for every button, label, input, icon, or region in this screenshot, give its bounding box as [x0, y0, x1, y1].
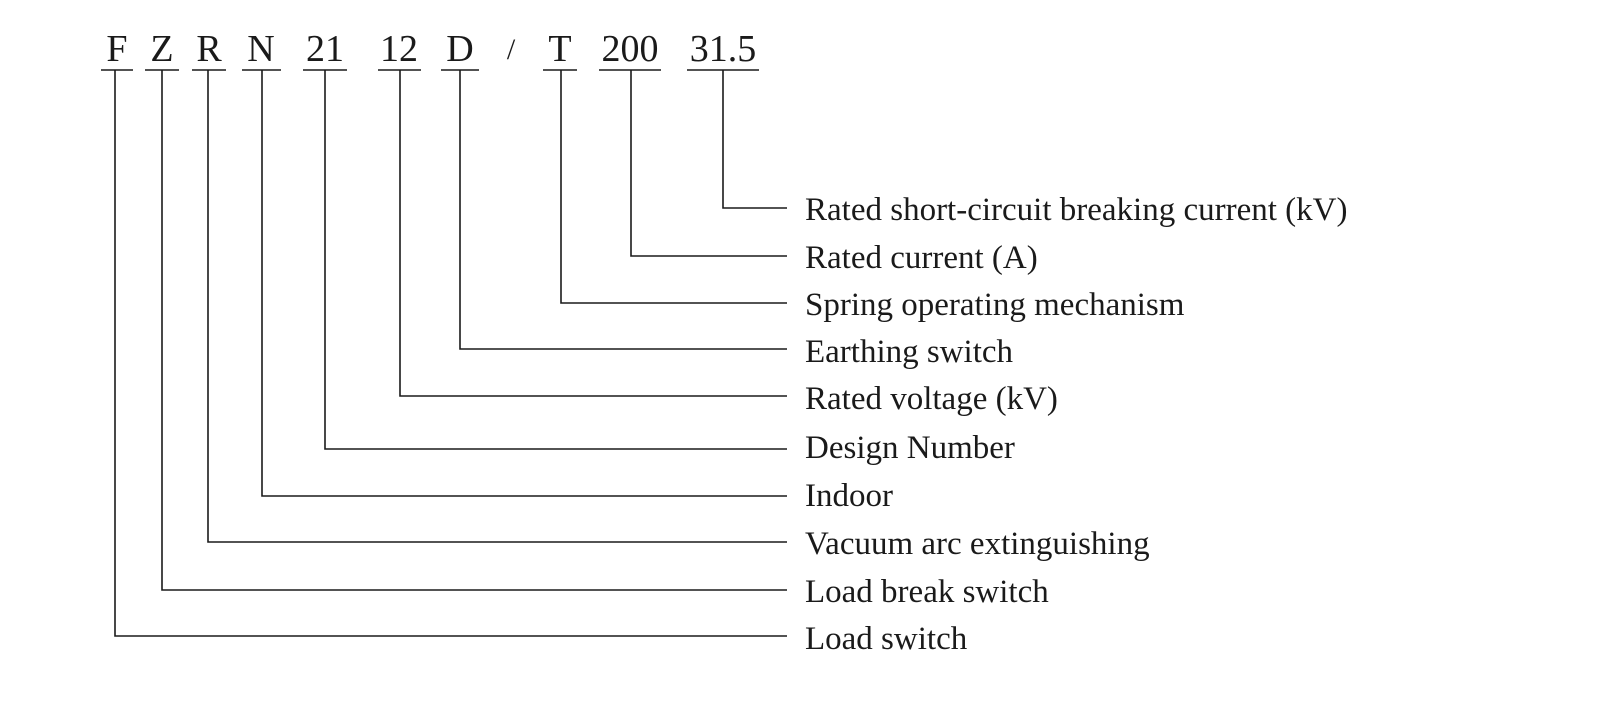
- code-D: D: [446, 28, 473, 70]
- desc-spring-operating-mechanism: Spring operating mechanism: [805, 287, 1185, 323]
- code-12: 12: [380, 28, 418, 70]
- desc-rated-voltage: Rated voltage (kV): [805, 381, 1058, 417]
- code-R: R: [196, 28, 222, 70]
- desc-load-break-switch: Load break switch: [805, 574, 1049, 610]
- code-T: T: [548, 28, 571, 70]
- leader-T: [560, 70, 787, 304]
- leader-Z: [161, 70, 787, 591]
- desc-load-switch: Load switch: [805, 621, 968, 657]
- desc-earthing-switch: Earthing switch: [805, 334, 1014, 370]
- leader-12: [399, 70, 787, 397]
- code-Z: Z: [150, 28, 173, 70]
- description-list: Rated short-circuit breaking current (kV…: [805, 192, 1347, 657]
- desc-rated-current: Rated current (A): [805, 240, 1038, 276]
- leader-D: [459, 70, 787, 350]
- code-21: 21: [306, 28, 344, 70]
- desc-vacuum-arc-extinguishing: Vacuum arc extinguishing: [805, 526, 1150, 562]
- code-N: N: [247, 28, 274, 70]
- desc-indoor: Indoor: [805, 478, 893, 514]
- leader-R: [207, 70, 787, 543]
- code-slash: /: [507, 33, 516, 66]
- leader-21: [324, 70, 787, 450]
- leader-31-5: [722, 70, 787, 209]
- code-200: 200: [602, 28, 659, 70]
- leader-N: [261, 70, 787, 497]
- desc-rated-short-circuit-breaking-current: Rated short-circuit breaking current (kV…: [805, 192, 1347, 228]
- leader-lines: [114, 70, 787, 637]
- leader-200: [630, 70, 787, 257]
- code-row: F Z R N 21 12 D / T 200 31.5: [106, 28, 756, 70]
- code-31-5: 31.5: [690, 28, 757, 70]
- code-F: F: [106, 28, 127, 70]
- leader-F: [114, 70, 787, 637]
- desc-design-number: Design Number: [805, 430, 1015, 466]
